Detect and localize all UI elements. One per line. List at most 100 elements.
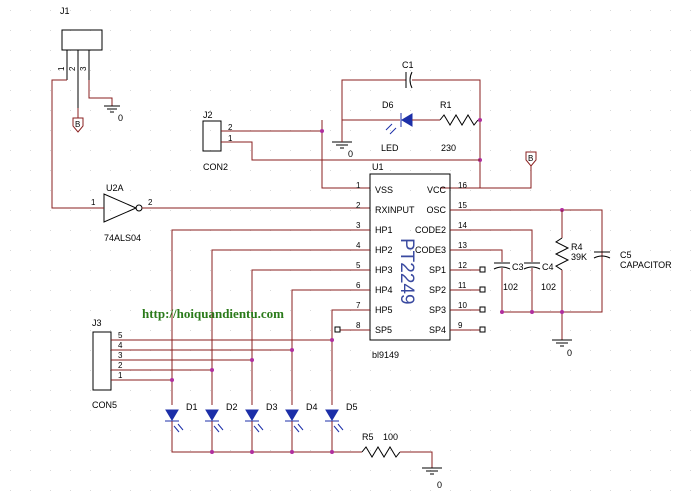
led-return: R5 100 0 xyxy=(171,425,442,490)
u1-pin-12-number: 12 xyxy=(458,261,467,270)
led-d4-ref: D4 xyxy=(306,402,318,412)
u1-pin-4-number: 4 xyxy=(356,241,361,250)
u1-pin-2-name: RXINPUT xyxy=(375,205,415,215)
j1-ground-label: 0 xyxy=(118,113,123,123)
u1-pin-15-number: 15 xyxy=(458,201,467,210)
r4-ref: R4 xyxy=(571,242,583,252)
u1-pin-11-number: 11 xyxy=(458,281,467,290)
u1-pin-13-number: 13 xyxy=(458,241,467,250)
u1-pin-14-number: 14 xyxy=(458,221,467,230)
u1-pin-2-number: 2 xyxy=(356,201,361,210)
r4-value: 39K xyxy=(571,252,587,262)
j2-pin-1: 1 xyxy=(228,134,233,143)
u1-pin-3-number: 3 xyxy=(356,221,361,230)
u1-pin-12-name: SP1 xyxy=(429,265,446,275)
u1-body xyxy=(369,173,451,341)
power-flag: B xyxy=(440,151,537,189)
power-flag-label: B xyxy=(528,154,533,163)
u1-pin-6-name: HP4 xyxy=(375,285,393,295)
j1-ref: J1 xyxy=(60,6,70,16)
c4-ref: C4 xyxy=(542,262,554,272)
u1-pin-9-name: SP4 xyxy=(429,325,446,335)
c3-value: 102 xyxy=(503,282,518,292)
j3-value: CON5 xyxy=(92,400,117,410)
u1-pin-16-name: VCC xyxy=(427,185,447,195)
j3-pin-3: 3 xyxy=(118,351,123,360)
j3-pin-2: 2 xyxy=(118,361,123,370)
j1-flag-label: B xyxy=(75,120,80,129)
d6-value: LED xyxy=(381,143,399,153)
j1-pin-1: 1 xyxy=(57,66,66,71)
u1-package: bl9149 xyxy=(372,350,399,360)
r1-value: 230 xyxy=(441,143,456,153)
u1-pin-15-name: OSC xyxy=(426,205,446,215)
u2a-ref: U2A xyxy=(106,183,124,193)
led-d5-ref: D5 xyxy=(346,402,358,412)
u1-pin-10-name: SP3 xyxy=(429,305,446,315)
j2-value: CON2 xyxy=(203,162,228,172)
u1-ref: U1 xyxy=(372,162,384,172)
j1-pin-2: 2 xyxy=(68,66,77,71)
r5-symbol xyxy=(361,446,401,458)
d6-ref: D6 xyxy=(382,100,394,110)
c5-ref: C5 xyxy=(620,250,632,260)
u1-pin-8-number: 8 xyxy=(356,321,361,330)
u1-pin-11-name: SP2 xyxy=(429,285,446,295)
u1-pin-9-number: 9 xyxy=(458,321,463,330)
u1-pin-3-name: HP1 xyxy=(375,225,393,235)
u1-pin-7-number: 7 xyxy=(356,301,361,310)
led-d2-ref: D2 xyxy=(226,402,238,412)
u1-pin-8-name: SP5 xyxy=(375,325,392,335)
sp-terminals xyxy=(334,266,486,333)
u2a-triangle xyxy=(103,193,138,223)
led-d1-ref: D1 xyxy=(186,402,198,412)
led-d2: D2 xyxy=(205,402,238,433)
j2-pin-2: 2 xyxy=(228,123,233,132)
u1-pin-7-name: HP5 xyxy=(375,305,393,315)
j1-pin-3: 3 xyxy=(79,66,88,71)
j3-ref: J3 xyxy=(92,318,102,328)
led-d4: D4 xyxy=(285,402,318,433)
bottom-ground-label: 0 xyxy=(437,480,442,490)
j3-pin-1: 1 xyxy=(118,371,123,380)
j2-body xyxy=(202,120,222,152)
u1-pin-16-number: 16 xyxy=(458,181,467,190)
c3-ref: C3 xyxy=(512,262,524,272)
j2-ref: J2 xyxy=(203,110,213,120)
u1-pin-4-name: HP2 xyxy=(375,245,393,255)
u1-pin-1-name: VSS xyxy=(375,185,393,195)
u1-part: PT2249 xyxy=(396,238,417,305)
u1-pin-5-number: 5 xyxy=(356,261,361,270)
d6-led-symbol xyxy=(401,113,413,127)
u1-pin-6-number: 6 xyxy=(356,281,361,290)
top-ground-label: 0 xyxy=(348,149,353,159)
u1-pin-5-name: HP3 xyxy=(375,265,393,275)
led-d3-ref: D3 xyxy=(266,402,278,412)
watermark: http://hoiquandientu.com xyxy=(142,306,284,321)
r5-value: 100 xyxy=(383,432,398,442)
connector-j1: J1 1 2 3 0 B xyxy=(51,6,123,209)
hp-wires xyxy=(171,229,370,405)
r1-ref: R1 xyxy=(440,100,452,110)
j1-body xyxy=(61,29,103,51)
u2a-pin-in: 1 xyxy=(91,198,96,207)
j3-body xyxy=(92,331,112,391)
led-array: D1 D2 D3 D4 D5 xyxy=(165,402,358,433)
led-d5: D5 xyxy=(325,402,358,433)
c1-ref: C1 xyxy=(402,60,414,70)
j3-pin-5: 5 xyxy=(118,331,123,340)
u1-pin-14-name: CODE2 xyxy=(415,225,446,235)
right-ground-label: 0 xyxy=(567,348,572,358)
c4-value: 102 xyxy=(541,282,556,292)
j3-pin-4: 4 xyxy=(118,341,123,350)
u2a-pin-out: 2 xyxy=(148,198,153,207)
u1-pin-13-name: CODE3 xyxy=(415,245,446,255)
led-d1: D1 xyxy=(165,402,198,433)
oscillator-network: C3 102 C4 102 R4 39K C5 CAPACITOR 0 xyxy=(450,208,672,358)
inverter-u2a: U2A 1 2 74ALS04 xyxy=(88,183,370,243)
